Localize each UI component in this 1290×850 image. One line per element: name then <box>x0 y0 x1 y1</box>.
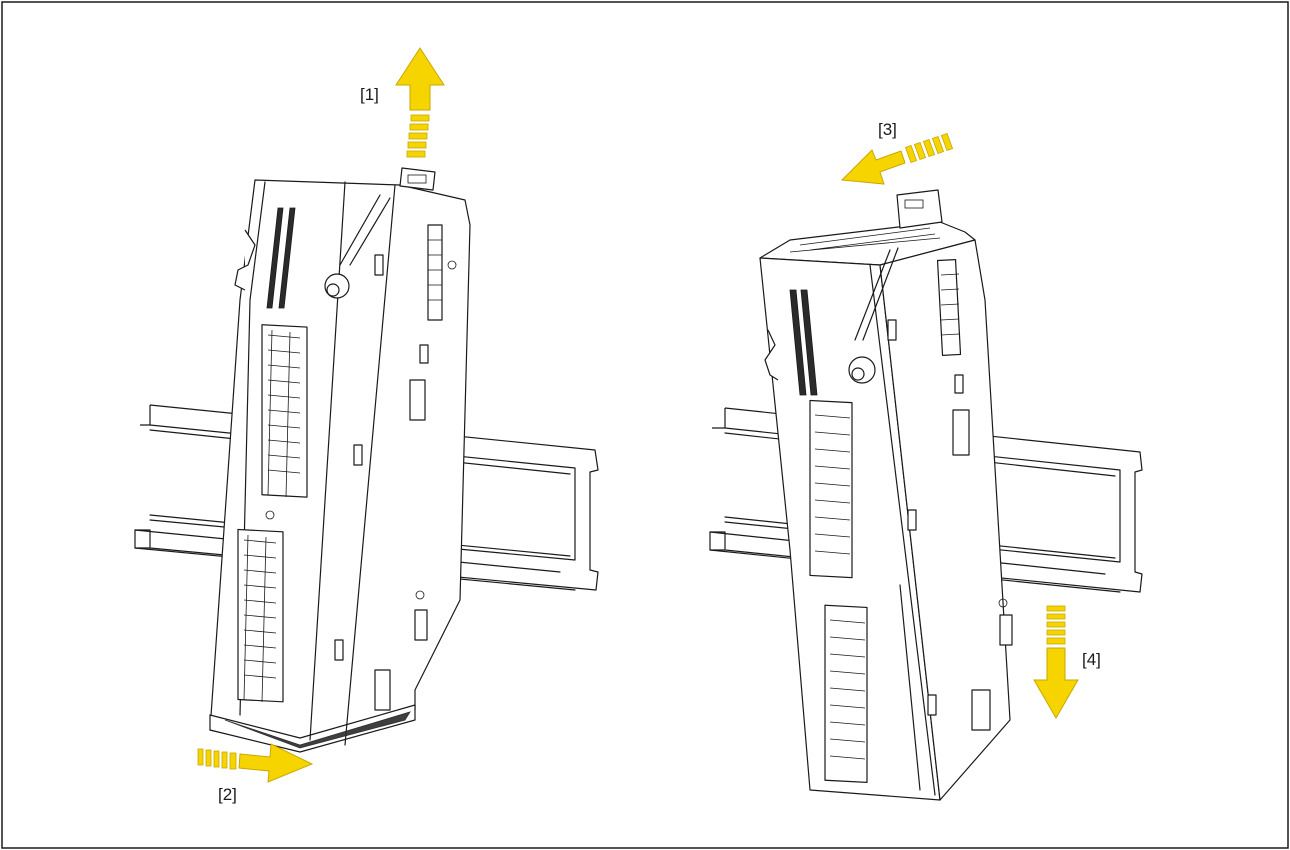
module-left <box>209 167 471 753</box>
arrow-3-left <box>840 132 954 185</box>
step-label-2: [2] <box>218 785 237 804</box>
arrow-4-down <box>1033 605 1079 719</box>
step-label-1: [1] <box>360 85 379 104</box>
step-label-4: [4] <box>1082 650 1101 669</box>
arrow-1-up <box>395 47 445 158</box>
module-right <box>759 189 1013 801</box>
step-label-3: [3] <box>878 120 897 139</box>
right-assembly: [3] [4] <box>709 120 1143 801</box>
left-assembly: [1] [2] <box>134 47 599 804</box>
arrow-2-right <box>197 743 314 783</box>
